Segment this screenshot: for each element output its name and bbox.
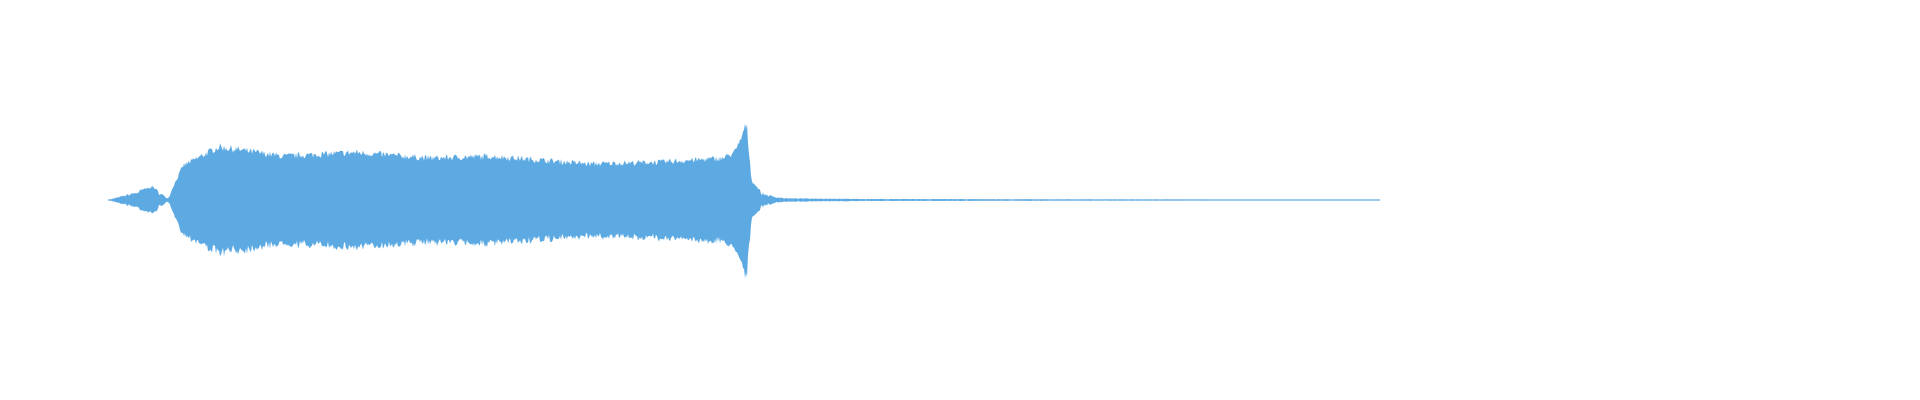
waveform: [108, 123, 1380, 279]
